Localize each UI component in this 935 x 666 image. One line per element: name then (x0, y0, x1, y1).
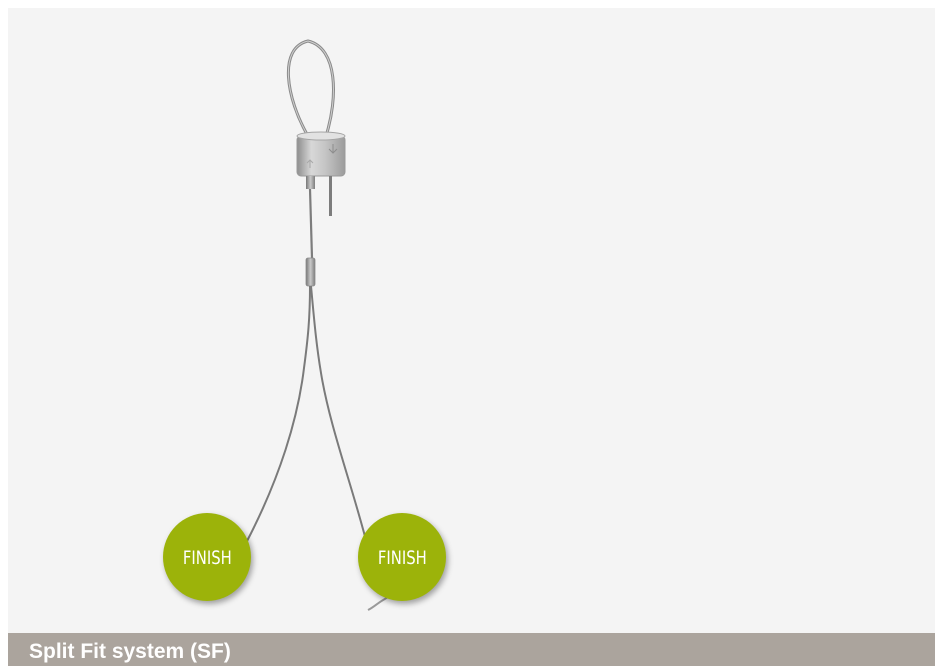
finish-badge-right-label: FINISH (378, 545, 427, 569)
caption-title: Split Fit system (SF) (29, 640, 231, 664)
caption-bar: Split Fit system (SF) (8, 633, 935, 666)
split-fit-cable-icon (8, 8, 935, 633)
finish-badge-left-label: FINISH (183, 545, 232, 569)
finish-badge-right: FINISH (358, 513, 446, 601)
finish-badge-left: FINISH (163, 513, 251, 601)
product-panel: FINISH FINISH (8, 8, 935, 633)
